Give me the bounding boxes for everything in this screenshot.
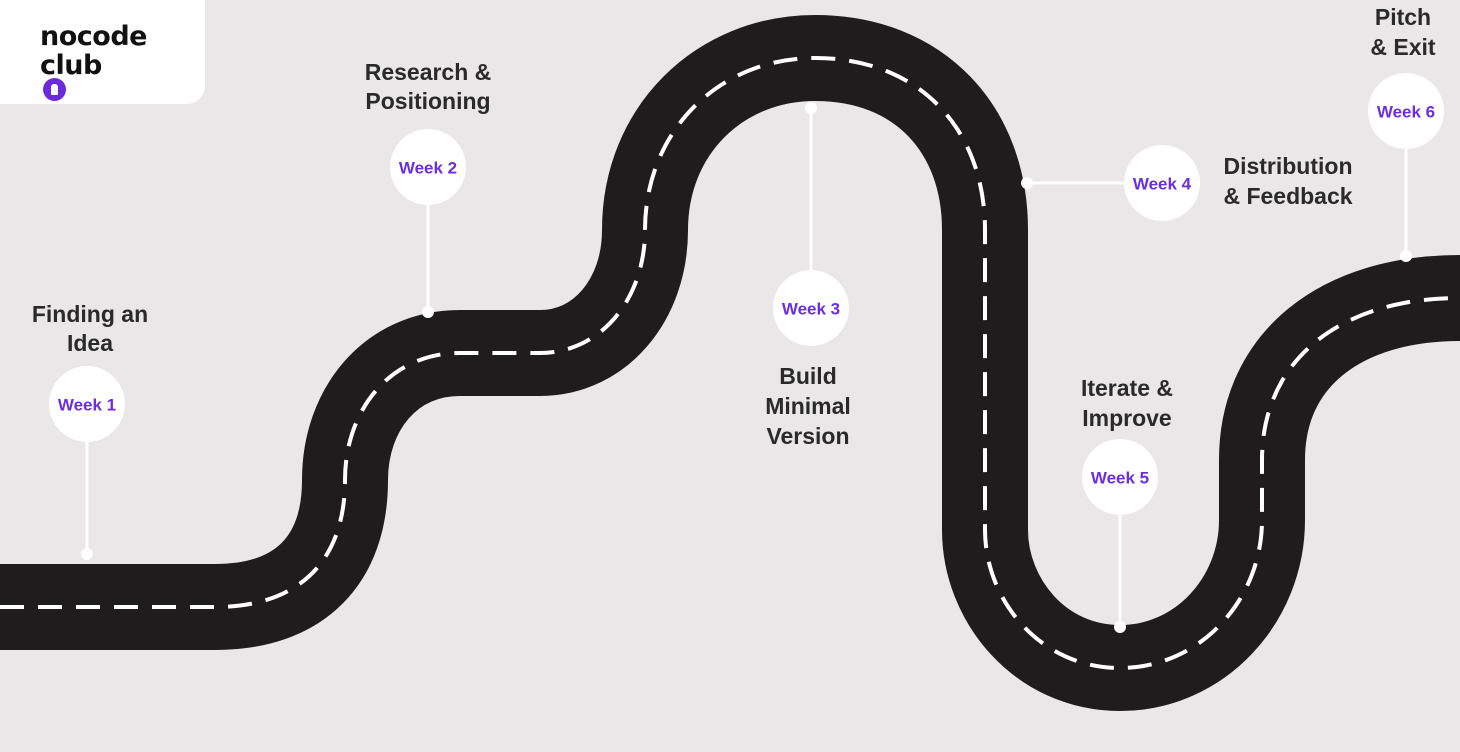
milestone-4-title-line-2: & Feedback	[1223, 183, 1352, 209]
milestone-6-title-line-1: Pitch	[1375, 4, 1431, 30]
milestone-2-title-line-1: Research &	[365, 59, 492, 85]
brand-line-2: club	[40, 50, 102, 81]
connector-lines	[85, 108, 1408, 626]
week-5-label: Week 5	[1091, 469, 1149, 488]
milestone-week-6: Week 6	[1368, 73, 1444, 149]
milestone-6-title-line-2: & Exit	[1370, 34, 1436, 60]
week-4-label: Week 4	[1133, 175, 1192, 194]
milestone-week-1: Week 1	[49, 366, 125, 442]
week-2-label: Week 2	[399, 159, 457, 178]
milestone-week-5: Week 5	[1082, 439, 1158, 515]
milestone-1-title-line-1: Finding an	[32, 301, 148, 327]
lock-icon	[43, 78, 66, 101]
logo-card	[0, 0, 205, 104]
milestone-5-title-line-2: Improve	[1082, 405, 1171, 431]
road	[0, 15, 1460, 711]
week-6-label: Week 6	[1377, 103, 1435, 122]
milestone-3-title-line-1: Build	[779, 363, 837, 389]
week-1-label: Week 1	[58, 396, 116, 415]
milestone-2-title-line-2: Positioning	[365, 88, 490, 114]
milestone-week-2: Week 2	[390, 129, 466, 205]
milestone-1-title-line-2: Idea	[67, 330, 113, 356]
road-center-dashes	[0, 55, 1460, 671]
milestone-3-title-line-3: Version	[766, 423, 849, 449]
week-3-label: Week 3	[782, 300, 840, 319]
milestone-4-title-line-1: Distribution	[1223, 153, 1352, 179]
milestone-3-title-line-2: Minimal	[765, 393, 851, 419]
milestone-5-title-line-1: Iterate &	[1081, 375, 1173, 401]
milestone-week-4: Week 4	[1124, 145, 1200, 221]
brand-logo: nocode club	[40, 22, 147, 103]
milestone-week-3: Week 3	[773, 270, 849, 346]
connector-dots	[81, 102, 1412, 633]
brand-line-1: nocode	[40, 21, 147, 52]
